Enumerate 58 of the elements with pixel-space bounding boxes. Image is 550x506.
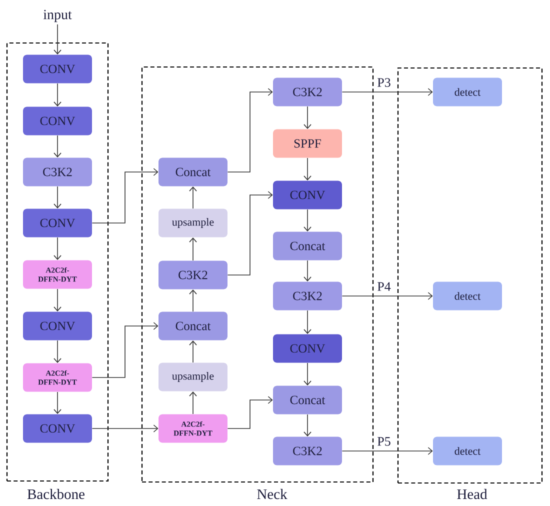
layer-box: detect xyxy=(433,282,502,310)
layer-box: detect xyxy=(433,78,502,106)
arrow xyxy=(304,209,312,232)
arrow xyxy=(304,414,312,437)
layer-box: CONV xyxy=(273,334,342,363)
layer-box: upsample xyxy=(158,362,228,392)
edge-label: P3 xyxy=(376,77,392,88)
arrow xyxy=(304,362,312,386)
layer-box: SPPF xyxy=(273,129,342,158)
frame-title: Neck xyxy=(257,488,288,500)
arrow xyxy=(342,88,433,96)
arrow xyxy=(92,424,158,432)
input-label: input xyxy=(43,10,72,22)
arrow xyxy=(342,292,433,300)
layer-box: Concat xyxy=(158,158,228,186)
arrow xyxy=(54,83,62,107)
layer-box: upsample xyxy=(158,208,228,238)
arrow xyxy=(54,237,62,260)
frame-title: Backbone xyxy=(27,488,84,500)
layer-box: Concat xyxy=(273,232,342,260)
arrow xyxy=(92,168,158,224)
layer-box: CONV xyxy=(23,106,92,136)
arrow xyxy=(227,396,273,429)
arrow xyxy=(342,447,433,455)
arrow xyxy=(189,237,197,261)
arrow xyxy=(92,322,158,378)
arrow xyxy=(54,24,62,55)
arrow xyxy=(227,191,273,276)
layer-box: C3K2 xyxy=(273,282,342,310)
arrow xyxy=(304,310,312,334)
arrow xyxy=(54,186,62,209)
arrow xyxy=(54,340,62,364)
layer-box: detect xyxy=(433,436,502,466)
layer-box: CONV xyxy=(23,312,92,340)
layer-box: C3K2 xyxy=(273,436,342,466)
frame-title: Head xyxy=(457,488,488,500)
layer-box: CONV xyxy=(23,54,92,84)
arrow xyxy=(189,289,197,312)
arrow xyxy=(54,288,62,312)
arrow xyxy=(304,106,312,130)
edge-label: P5 xyxy=(376,436,392,447)
arrow xyxy=(189,391,197,414)
layer-box: Concat xyxy=(158,312,228,340)
arrow xyxy=(304,158,312,181)
layer-box: Concat xyxy=(273,386,342,414)
edge-label: P4 xyxy=(376,281,392,292)
layer-box: C3K2 xyxy=(273,78,342,106)
layer-box: C3K2 xyxy=(23,158,92,186)
arrow xyxy=(189,340,197,363)
arrow xyxy=(54,135,62,158)
layer-box: CONV xyxy=(23,208,92,238)
layer-box: C3K2 xyxy=(158,260,228,290)
arrow xyxy=(304,260,312,282)
layer-box: CONV xyxy=(23,414,92,443)
arrow xyxy=(189,186,197,209)
layer-box: CONV xyxy=(273,180,342,210)
arrow xyxy=(227,88,273,172)
arrow xyxy=(54,392,62,414)
